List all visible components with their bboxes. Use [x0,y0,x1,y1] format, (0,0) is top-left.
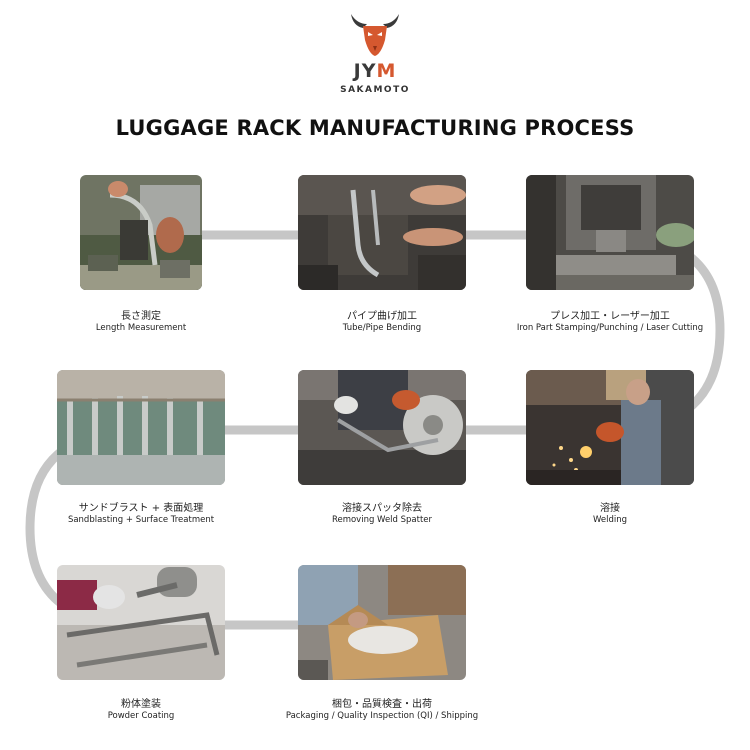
logo [325,10,425,100]
step-caption: 長さ測定 Length Measurement [21,310,261,334]
step-caption: 梱包・品質検査・出荷 Packaging / Quality Inspectio… [262,698,502,722]
step-caption: 溶接 Welding [490,502,730,526]
step-label-en: Welding [592,515,628,525]
packaging-photo [298,565,466,680]
page-title: LUGGAGE RACK MANUFACTURING PROCESS [115,116,635,140]
step-label-en: Removing Weld Spatter [331,515,433,525]
step-caption: 粉体塗装 Powder Coating [21,698,261,722]
step-caption: サンドブラスト + 表面処理 Sandblasting + Surface Tr… [21,502,261,526]
step-caption: パイプ曲げ加工 Tube/Pipe Bending [262,310,502,334]
welding-photo [526,370,694,485]
step-label-en: Length Measurement [95,323,187,333]
step-label-jp: 長さ測定 [121,311,161,322]
powder-coating-photo [57,565,225,680]
step-label-jp: サンドブラスト + 表面処理 [78,503,204,514]
pipe-bending-photo [298,175,466,290]
step-label-en: Powder Coating [107,711,175,721]
brand-name-accent: M [376,60,397,82]
brand-name: JYM [0,60,750,82]
step-label-en: Packaging / Quality Inspection (QI) / Sh… [285,711,479,721]
stamping-photo [526,175,694,290]
spatter-removal-photo [298,370,466,485]
step-caption: プレス加工・レーザー加工 Iron Part Stamping/Punching… [490,310,730,334]
bull-head-icon [351,14,399,56]
step-label-jp: 溶接 [600,503,620,514]
step-label-jp: 梱包・品質検査・出荷 [332,699,432,710]
length-measurement-photo [80,175,202,290]
sandblasting-photo [57,370,225,485]
brand-name-main: JY [353,60,377,82]
step-label-en: Iron Part Stamping/Punching / Laser Cutt… [516,323,704,333]
brand-subtitle: SAKAMOTO [340,85,410,95]
step-label-en: Tube/Pipe Bending [342,323,422,333]
step-label-jp: プレス加工・レーザー加工 [550,311,670,322]
step-label-jp: パイプ曲げ加工 [347,311,417,322]
step-label-jp: 溶接スパッタ除去 [342,503,422,514]
step-label-jp: 粉体塗装 [121,699,161,710]
step-label-en: Sandblasting + Surface Treatment [67,515,215,525]
step-caption: 溶接スパッタ除去 Removing Weld Spatter [262,502,502,526]
